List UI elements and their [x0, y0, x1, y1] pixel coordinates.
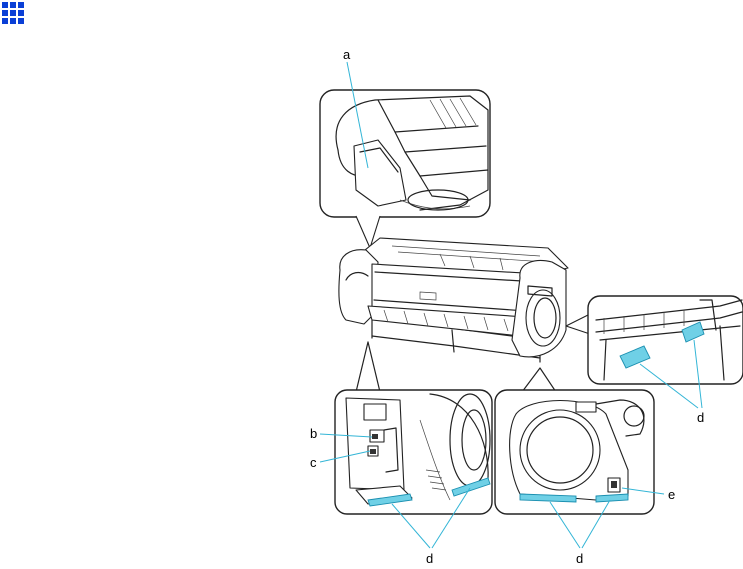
detail-panel-top [320, 90, 490, 248]
callout-label-d-bottom-left: d [426, 551, 433, 566]
detail-panel-bottom-left [335, 390, 492, 514]
detail-panel-bottom-right [495, 390, 654, 514]
callout-label-d-right: d [697, 410, 704, 425]
callout-label-d-bottom-right: d [576, 551, 583, 566]
detail-panel-right [588, 296, 743, 384]
printer-body [339, 238, 568, 362]
callout-label-c: c [310, 455, 317, 470]
callout-label-b: b [310, 426, 317, 441]
callout-label-e: e [668, 487, 675, 502]
callout-label-a: a [343, 47, 351, 62]
